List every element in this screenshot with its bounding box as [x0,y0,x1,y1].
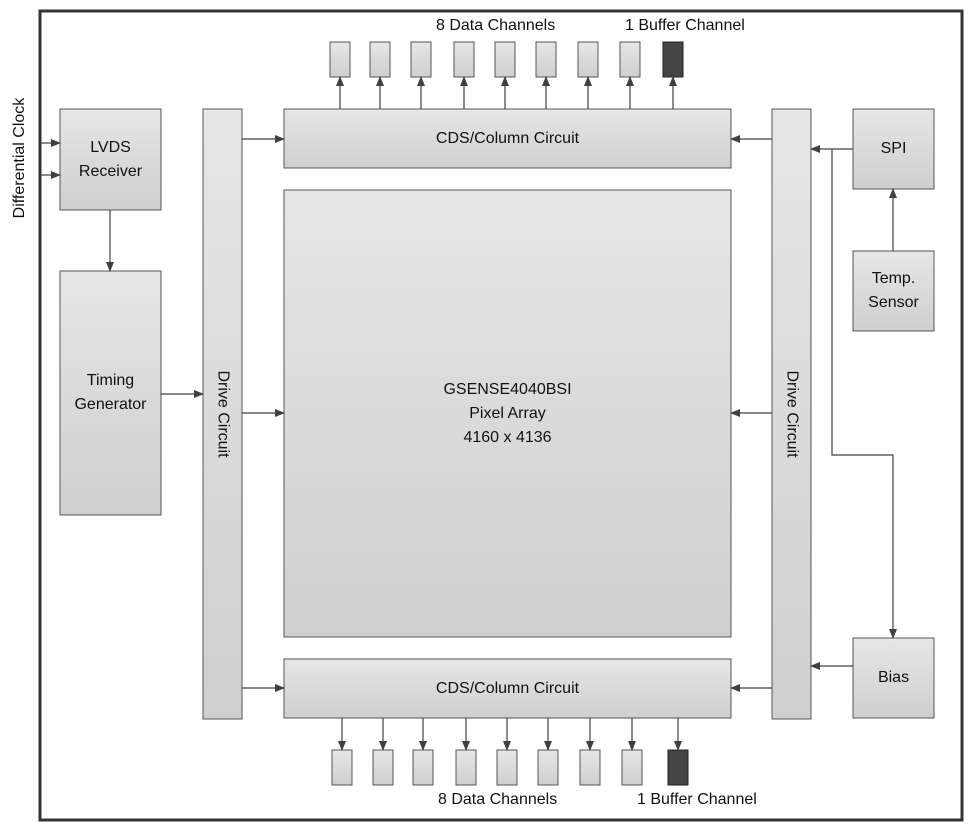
bottom-data-channel [496,749,518,786]
top-data-channel [453,41,475,78]
top-data-channels-label: 8 Data Channels [436,17,556,34]
differential-clock-label: Differential Clock [11,97,28,219]
top-buffer-channel [662,41,684,78]
spi-block [852,108,935,190]
top-data-channel [494,41,516,78]
cds-column-top-block [283,108,732,169]
bottom-data-channel [331,749,353,786]
bottom-channels [331,749,689,786]
outer-frame [38,9,964,822]
lvds-receiver-block [59,108,162,211]
bottom-channel-arrows [338,718,682,751]
top-buffer-channel-label: 1 Buffer Channel [625,17,745,34]
bottom-data-channel [621,749,643,786]
bias-block [852,637,935,719]
bottom-data-channel [372,749,394,786]
top-data-channel [619,41,641,78]
connectors [40,135,897,692]
top-data-channel [410,41,432,78]
timing-generator-block [59,270,162,516]
bottom-data-channel [537,749,559,786]
bottom-buffer-channel-label: 1 Buffer Channel [637,791,757,808]
temp-sensor-block [852,250,935,332]
bottom-data-channel [412,749,434,786]
top-data-channel [369,41,391,78]
top-channels [329,41,684,78]
spi-to-bias-arrow [831,149,897,639]
top-channel-arrows [336,76,677,109]
cds-column-bottom-block [283,658,732,719]
bottom-data-channels-label: 8 Data Channels [438,791,558,808]
bottom-data-channel [579,749,601,786]
bottom-data-channel [455,749,477,786]
top-data-channel [577,41,599,78]
pixel-array-block [283,189,732,638]
drive-circuit-left-block [202,108,243,720]
top-data-channel [535,41,557,78]
bottom-buffer-channel [667,749,689,786]
drive-circuit-right-block [771,108,812,720]
top-data-channel [329,41,351,78]
